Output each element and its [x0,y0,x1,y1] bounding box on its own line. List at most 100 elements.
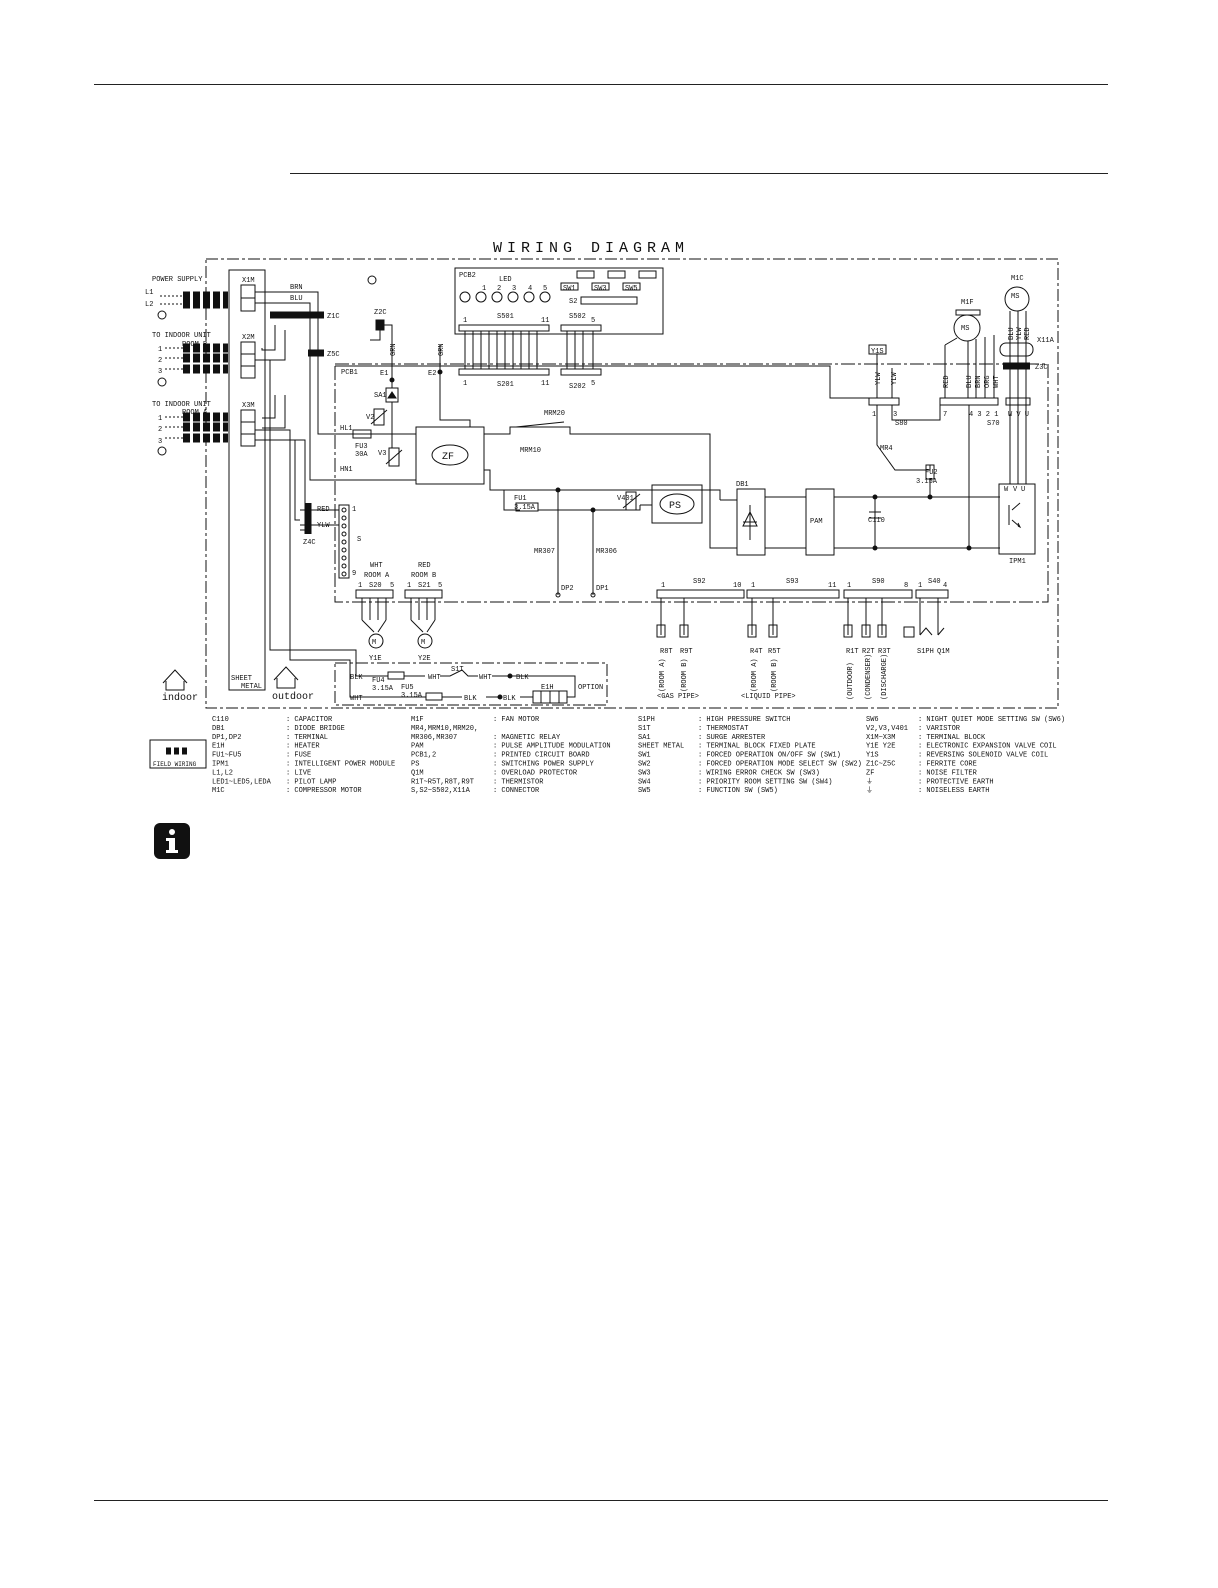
ylw-label-2: YLW [891,372,899,385]
legend-code: SW6 [866,716,879,724]
condenser-therm: (CONDENSER) [865,654,873,700]
legend-desc: : TERMINAL BLOCK [918,734,986,742]
svg-text:1: 1 [463,380,467,388]
noise-filter-box [415,426,485,485]
svg-text:V: V [1013,486,1018,494]
blu-label: BLU [290,295,303,303]
legend-code: DB1 [212,725,225,733]
svg-text:2: 2 [158,426,162,434]
legend-code: MR4,MRM10,MRM20, [411,725,478,733]
fu1-label: FU1 [514,495,527,503]
dip-switches [560,270,657,305]
z1c-label: Z1C [327,313,340,321]
v401-label: V401 [617,495,634,503]
r2t-label: R2T [862,648,875,656]
ylw-label-3: YLW [1016,327,1024,340]
svg-text:1: 1 [661,582,665,590]
legend-desc: : TERMINAL BLOCK FIXED PLATE [698,743,816,751]
legend-desc: : WIRING ERROR CHECK SW (SW3) [698,769,820,777]
fu5-label: FU5 [401,684,414,692]
svg-text:U: U [1021,486,1025,494]
liquid-pipe-label: <LIQUID PIPE> [741,693,796,701]
legend-desc: : SWITCHING POWER SUPPLY [493,761,595,769]
surge-section [325,345,471,481]
z2c-core [370,319,393,368]
legend-code: Z1C~Z5C [866,761,895,769]
power-supply-label: POWER SUPPLY [152,276,203,284]
legend-code: L1,L2 [212,769,233,777]
svg-text:1: 1 [407,582,411,590]
option-label: OPTION [578,684,603,692]
z2c-label: Z2C [374,309,387,317]
thermistor-connectors [656,589,949,638]
pcb2-label: PCB2 [459,272,476,280]
z4c-label: Z4C [303,539,316,547]
legend-desc: : FUNCTION SW (SW5) [698,787,778,795]
s80-label: S80 [895,420,908,428]
wht-opt2: WHT [428,674,441,682]
legend-desc: : OVERLOAD PROTECTOR [493,769,578,777]
grn-label-1: GRN [390,343,398,356]
legend-code: MR306,MR307 [411,734,457,742]
svg-text:1: 1 [352,506,356,514]
fu3-value: 30A [355,451,368,459]
legend-code: SW5 [638,787,651,795]
s501-label: S501 [497,313,514,321]
ipm1-label: IPM1 [1009,558,1026,566]
legend-code: R1T~R5T,R8T,R9T [411,778,474,786]
legend-desc: : INTELLIGENT POWER MODULE [286,761,395,769]
legend-desc: : THERMOSTAT [698,725,748,733]
legend-code: C110 [212,716,229,724]
svg-text:10: 10 [733,582,741,590]
svg-text:2: 2 [158,357,162,365]
to-indoor-a-label: TO INDOOR UNIT [152,401,211,409]
hn1-label: HN1 [340,466,353,474]
l1-label: L1 [145,289,153,297]
power-supply-group: POWER SUPPLY L1 L2 TO INDOOR UNIT ROOM B… [145,276,211,446]
red-room-b: RED [418,562,431,570]
dp2-label: DP2 [561,585,574,593]
fu1-value: 3.15A [514,504,536,512]
s501-connector [458,324,550,332]
fu4-value: 3.15A [372,685,394,693]
sw5-label: SW5 [625,285,638,293]
svg-text:4 3 2 1: 4 3 2 1 [969,411,998,419]
legend-desc: : VARISTOR [918,725,961,733]
red-label-2: RED [1024,327,1032,340]
ylw-label-4: YLW [317,522,330,530]
red-label-3: RED [317,506,330,514]
led-label: LED [499,276,512,284]
legend-code: ZF [866,769,874,777]
svg-text:S: S [357,536,361,544]
svg-text:9: 9 [352,570,356,578]
svg-text:2: 2 [497,285,501,293]
mrm20-label: MRM20 [544,410,565,418]
fu2-label: FU2 [925,469,938,477]
legend-desc: : PRIORITY ROOM SETTING SW (SW4) [698,778,832,786]
legend-desc: : PROTECTIVE EARTH [918,778,994,786]
pcb1-outline [334,363,1049,603]
svg-text:3: 3 [158,438,162,446]
legend-code: PAM [411,743,424,751]
r4t-label: R4T [750,648,763,656]
legend-desc: : SURGE ARRESTER [698,734,766,742]
legend-desc: : PILOT LAMP [286,778,336,786]
svg-text:7: 7 [943,411,947,419]
pcb2-board [454,267,664,335]
svg-text:5: 5 [591,380,595,388]
svg-text:1: 1 [918,582,922,590]
field-wiring-leads [160,295,183,439]
valve-connectors [355,589,443,649]
r1t-label-1: R1T [846,648,859,656]
legend-desc: : PRINTED CIRCUIT BOARD [493,752,590,760]
power-stage [709,405,1036,556]
legend-code: SW4 [638,778,651,786]
e1h-label: E1H [541,684,554,692]
legend-desc: : CONNECTOR [493,787,540,795]
legend-code: ⏚ [866,777,873,786]
discharge-therm: (DISCHARGE) [881,654,889,700]
legend-code: FU1~FU5 [212,752,241,760]
grn-label-2: GRN [438,343,446,356]
field-wiring-key [149,739,207,769]
header-rule [94,84,1108,85]
